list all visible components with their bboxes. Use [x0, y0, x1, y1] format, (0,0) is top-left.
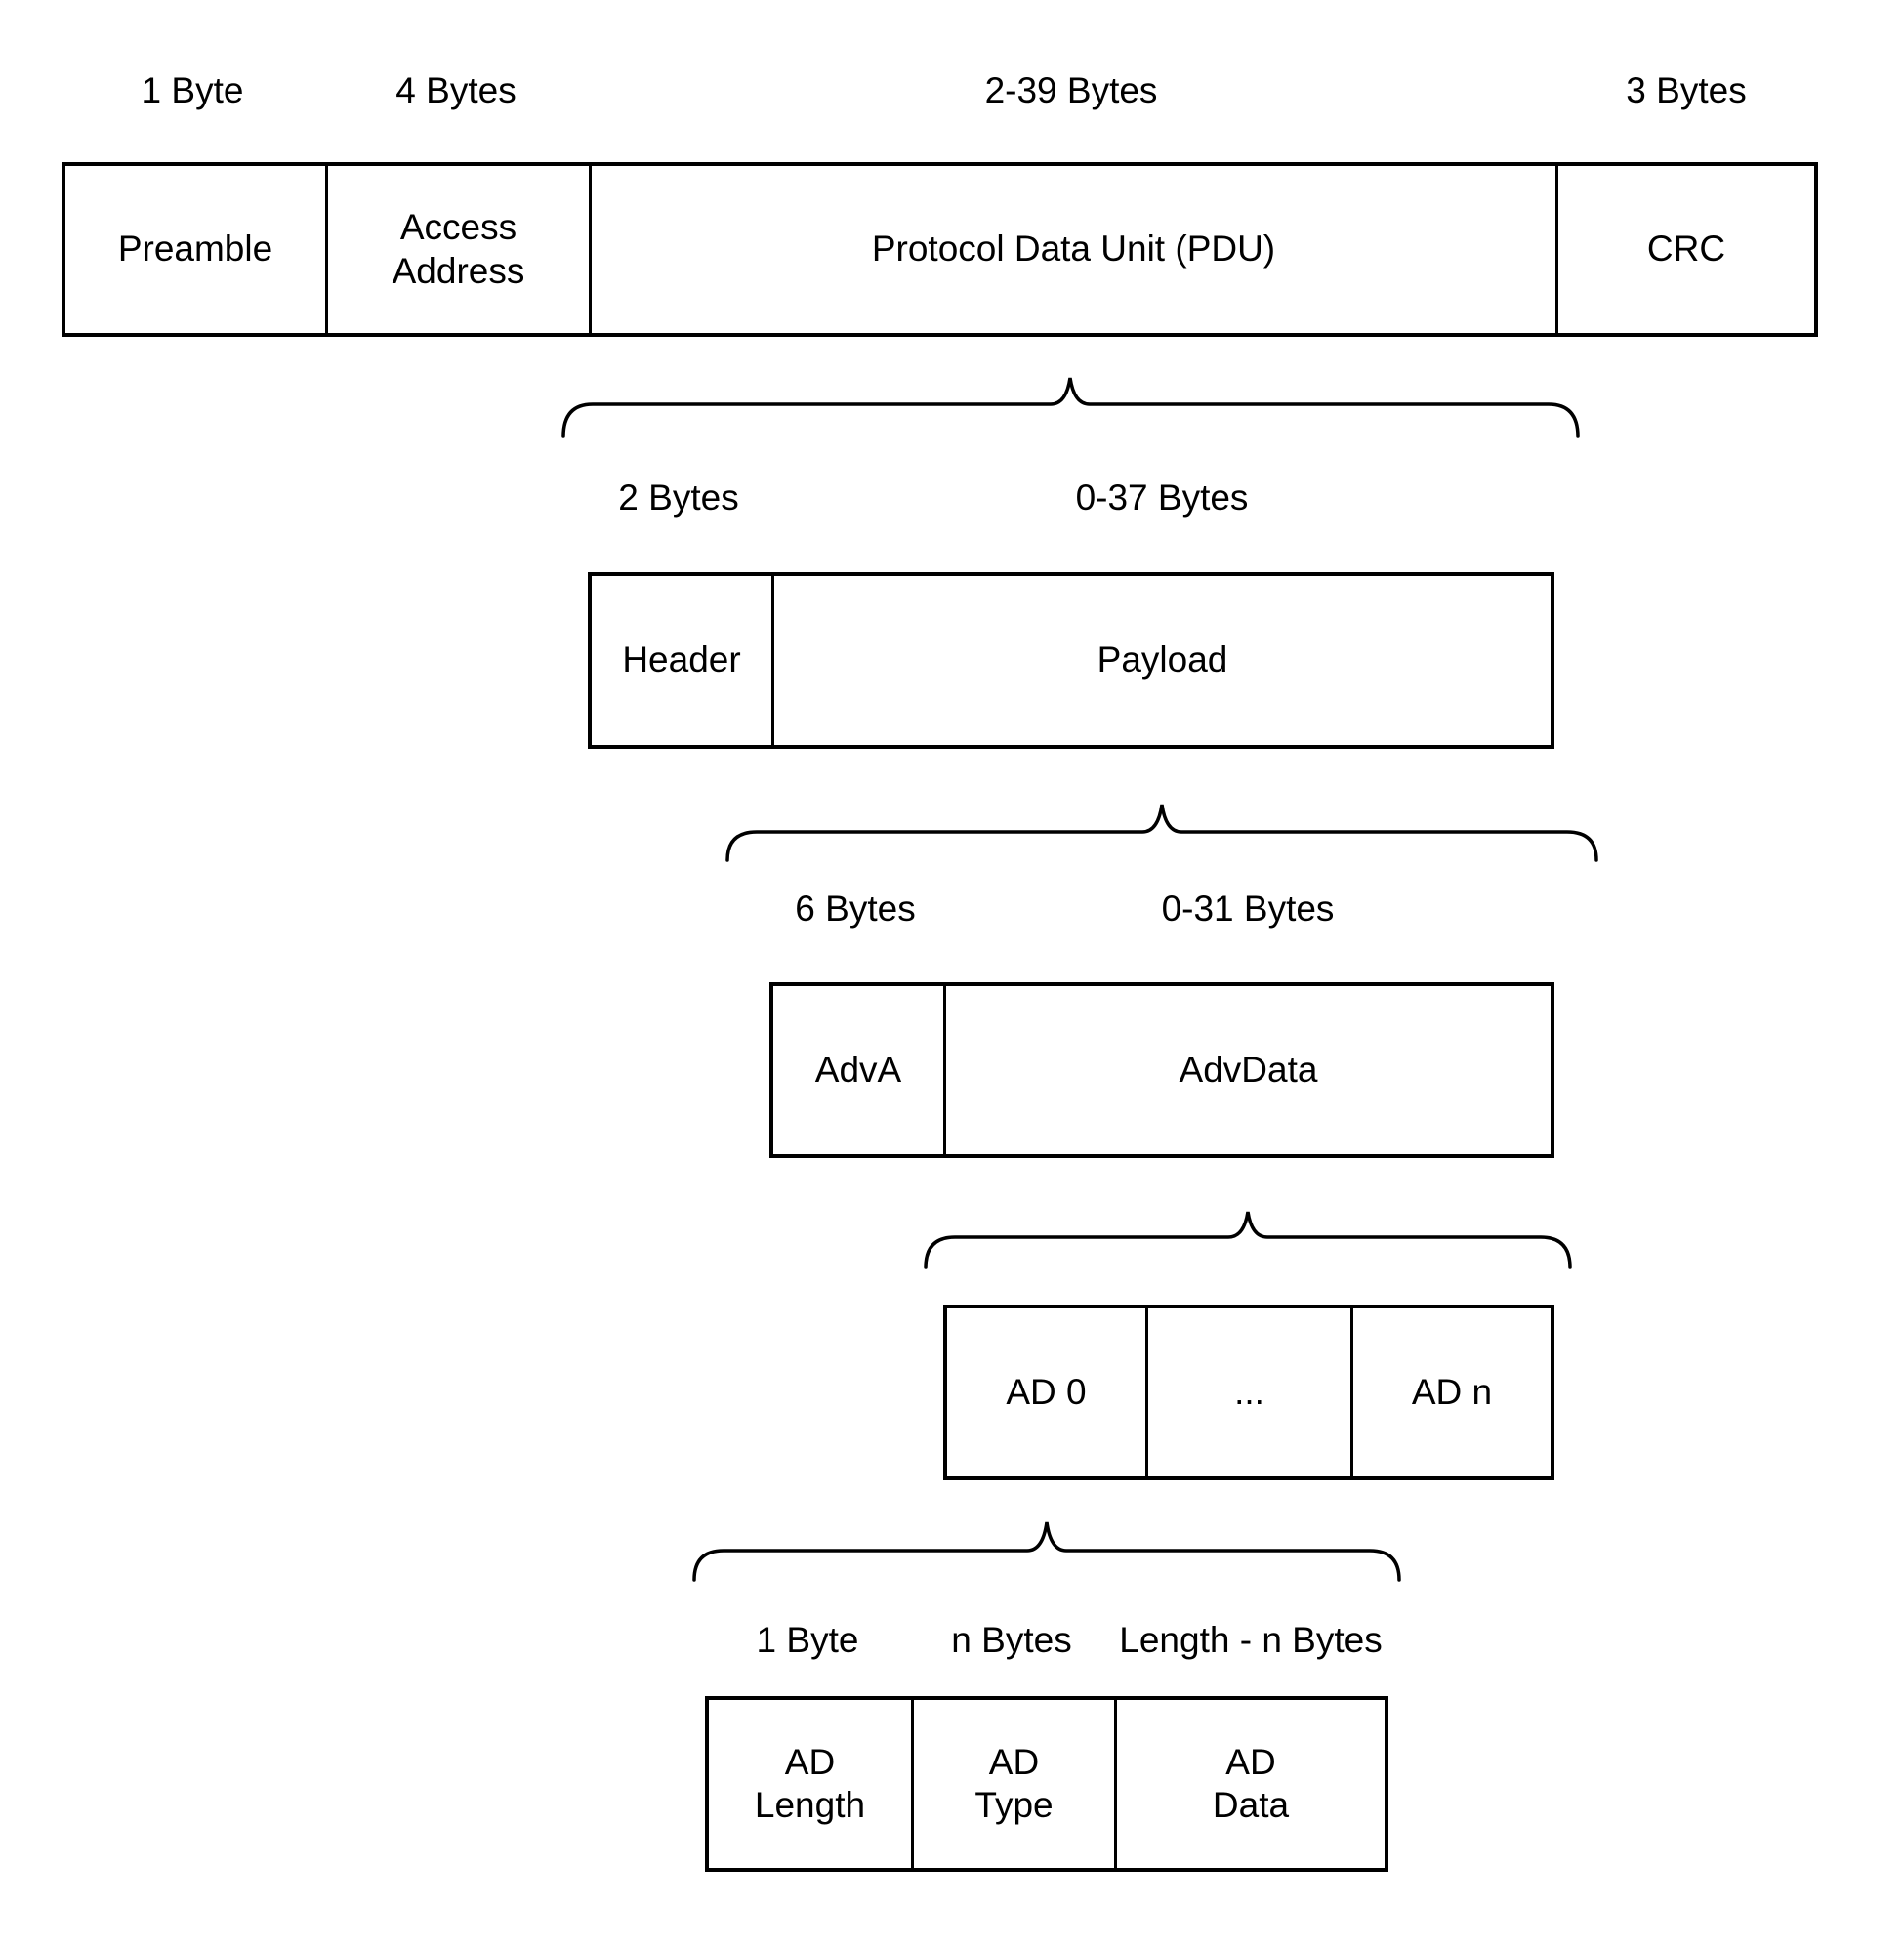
- pdu-detail-row: Header Payload: [588, 572, 1554, 749]
- size-label-header: 2 Bytes: [618, 477, 739, 518]
- ad-length-cell: AD Length: [709, 1700, 914, 1868]
- size-label-adva: 6 Bytes: [795, 888, 916, 929]
- crc-cell: CRC: [1646, 228, 1726, 269]
- advdata-detail-row: AD 0 ... AD n: [943, 1305, 1554, 1480]
- brace-ad0-expansion: [692, 1521, 1401, 1582]
- size-label-access-address: 4 Bytes: [395, 69, 517, 110]
- size-label-ad-type: n Bytes: [951, 1619, 1072, 1660]
- ad-structure-row: AD Length AD Type AD Data: [705, 1696, 1388, 1872]
- adva-cell: AdvA: [773, 986, 946, 1154]
- adn-cell: AD n: [1411, 1371, 1493, 1412]
- ad-ellipsis-cell: ...: [1148, 1308, 1353, 1476]
- preamble-cell: Preamble: [65, 166, 328, 333]
- advdata-cell: AdvData: [1179, 1049, 1318, 1090]
- brace-payload-expansion: [725, 804, 1598, 862]
- payload-cell: Payload: [1097, 640, 1228, 681]
- header-cell: Header: [592, 576, 774, 745]
- ad-type-cell: AD Type: [914, 1700, 1117, 1868]
- access-address-cell: Access Address: [328, 166, 592, 333]
- size-label-crc: 3 Bytes: [1626, 69, 1747, 110]
- size-label-preamble: 1 Byte: [141, 69, 244, 110]
- ad0-cell: AD 0: [947, 1308, 1148, 1476]
- packet-row: Preamble Access Address Protocol Data Un…: [62, 162, 1818, 337]
- brace-advdata-expansion: [924, 1211, 1572, 1269]
- size-label-payload: 0-37 Bytes: [1075, 477, 1249, 518]
- size-label-advdata: 0-31 Bytes: [1161, 888, 1335, 929]
- payload-detail-row: AdvA AdvData: [769, 982, 1554, 1158]
- brace-pdu-expansion: [561, 377, 1580, 438]
- size-label-ad-data: Length - n Bytes: [1119, 1619, 1383, 1660]
- ad-data-cell: AD Data: [1212, 1741, 1290, 1825]
- size-label-ad-length: 1 Byte: [756, 1619, 859, 1660]
- pdu-cell: Protocol Data Unit (PDU): [592, 166, 1558, 333]
- size-label-pdu: 2-39 Bytes: [984, 69, 1158, 110]
